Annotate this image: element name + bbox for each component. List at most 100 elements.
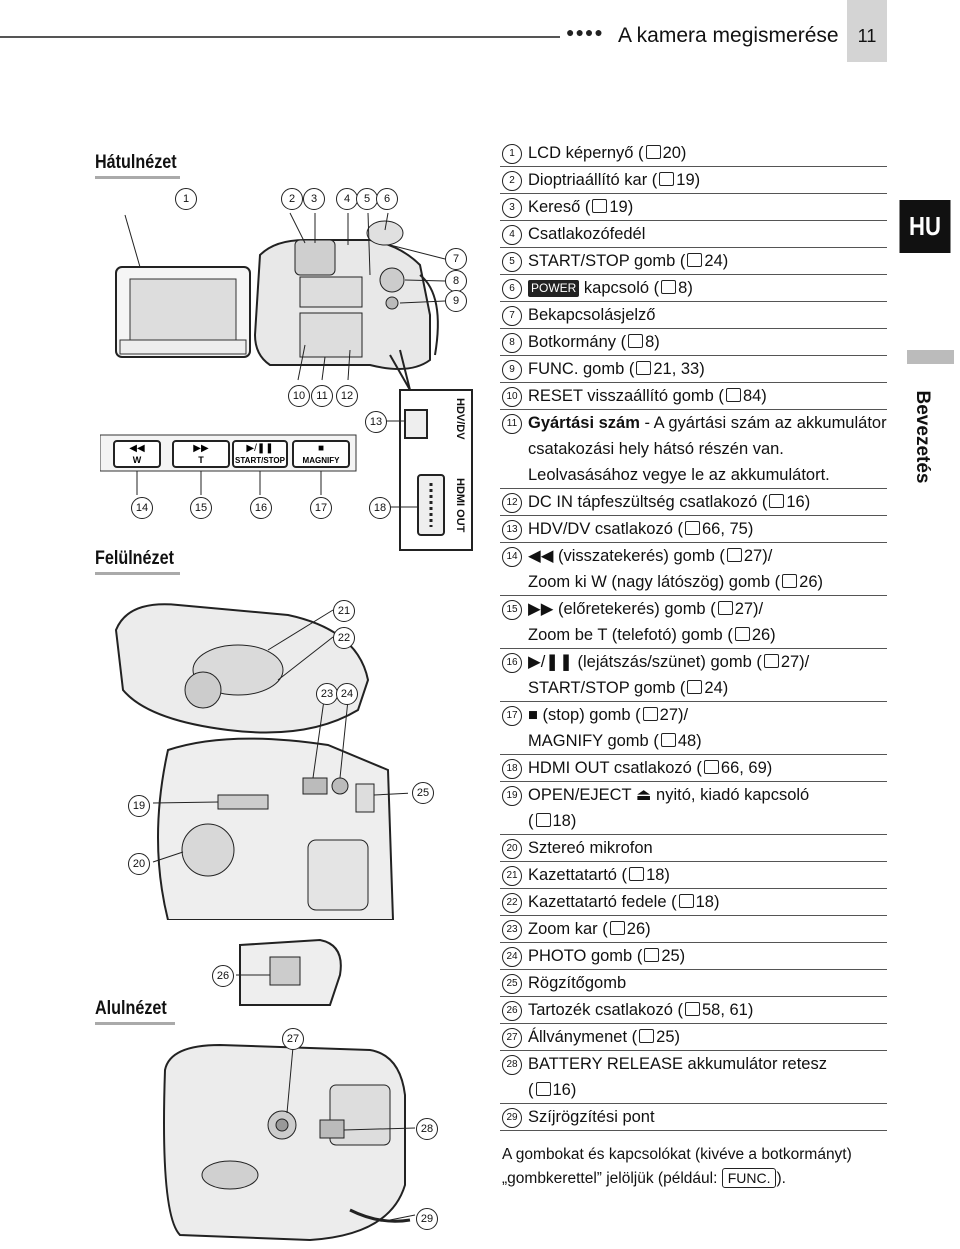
item-text-2: Zoom be T (telefotó) gomb ( <box>528 626 733 644</box>
header-rule <box>0 36 560 38</box>
section-top: Felülnézet <box>95 548 174 569</box>
item-number: 23 <box>502 920 522 940</box>
item-number: 8 <box>502 333 522 353</box>
book-icon <box>684 521 700 535</box>
item-page-ref: 66, 69) <box>720 759 773 777</box>
item-number: 12 <box>502 493 522 513</box>
callout-15: 15 <box>190 497 212 519</box>
list-item: 17■ (stop) gomb (27)/MAGNIFY gomb (48) <box>500 702 887 755</box>
callout-22: 22 <box>333 627 355 649</box>
power-label: POWER <box>528 280 580 297</box>
item-number: 24 <box>502 947 522 967</box>
rear-view-illustration: ◀◀ ▶▶ ▶/❚❚ ■ W T START/STOP MAGNIFY <box>100 212 473 551</box>
book-icon <box>717 601 733 615</box>
book-icon <box>661 280 677 294</box>
ff-button-sub: T <box>198 455 204 465</box>
book-icon <box>678 894 694 908</box>
page-title: A kamera megismerése <box>618 24 839 47</box>
item-text: HDMI OUT csatlakozó ( <box>528 759 702 777</box>
item-text: Rögzítőgomb <box>528 974 627 992</box>
item-text: Kazettatartó ( <box>528 866 628 884</box>
section-top-underline <box>95 572 180 575</box>
page-number-tab: 11 <box>847 0 887 62</box>
book-icon <box>644 948 660 962</box>
item-page-ref-2: 26) <box>751 626 776 644</box>
callout-11: 11 <box>311 385 333 407</box>
book-icon <box>535 813 551 827</box>
item-page-ref: 66, 75) <box>701 520 754 538</box>
item-page-ref: 24) <box>704 252 729 270</box>
item-text-2: MAGNIFY gomb ( <box>528 732 659 750</box>
book-icon <box>645 145 661 159</box>
book-icon <box>725 388 741 402</box>
item-number: 10 <box>502 387 522 407</box>
chapter-bar <box>907 350 954 364</box>
svg-text:■: ■ <box>318 443 324 454</box>
item-page-ref-2: 18) <box>552 812 577 830</box>
item-number: 20 <box>502 839 522 859</box>
item-page-ref: 27)/ <box>659 706 689 724</box>
item-number: 11 <box>502 414 522 434</box>
callout-8: 8 <box>445 270 467 292</box>
book-icon <box>687 253 703 267</box>
book-icon <box>642 707 658 721</box>
stop-button-sub: MAGNIFY <box>303 456 341 465</box>
item-text: Állványmenet ( <box>528 1028 638 1046</box>
item-text: START/STOP gomb ( <box>528 252 686 270</box>
callout-16: 16 <box>250 497 272 519</box>
item-number: 22 <box>502 893 522 913</box>
rew-button-sub: W <box>133 455 142 465</box>
item-text: LCD képernyő ( <box>528 144 644 162</box>
item-number: 21 <box>502 866 522 886</box>
footnote-text: A gombokat és kapcsolókat (kivéve a botk… <box>502 1146 852 1187</box>
callout-3: 3 <box>303 188 325 210</box>
top-view-illustration <box>114 603 408 920</box>
item-number: 2 <box>502 171 522 191</box>
book-icon <box>734 627 750 641</box>
language-tab: HU <box>899 200 951 253</box>
item-number: 5 <box>502 252 522 272</box>
item-number: 19 <box>502 786 522 806</box>
callout-12: 12 <box>336 385 358 407</box>
item-page-ref-2: 48) <box>677 732 702 750</box>
item-text: Botkormány ( <box>528 333 627 351</box>
section-bottom: Alulnézet <box>95 998 167 1019</box>
item-number: 14 <box>502 547 522 567</box>
item-page-ref: 18) <box>695 893 720 911</box>
item-page-ref: 58, 61) <box>701 1001 754 1019</box>
book-icon <box>535 1082 551 1096</box>
callout-1: 1 <box>175 188 197 210</box>
item-page-ref: 20) <box>662 144 687 162</box>
callout-25: 25 <box>412 782 434 804</box>
chapter-text: Bevezetés <box>912 390 933 484</box>
footnote: A gombokat és kapcsolókat (kivéve a botk… <box>502 1143 894 1191</box>
item-number: 15 <box>502 600 522 620</box>
footnote-end: ). <box>776 1170 786 1187</box>
item-text: FUNC. gomb ( <box>528 360 635 378</box>
item-page-ref: 8) <box>678 279 693 297</box>
chapter-label: Bevezetés <box>906 382 938 492</box>
callout-7: 7 <box>445 248 467 270</box>
item-text: - A gyártási szám az akkumulátor csatako… <box>528 414 887 484</box>
item-number: 3 <box>502 198 522 218</box>
book-icon <box>782 574 798 588</box>
callout-17: 17 <box>310 497 332 519</box>
item-text: BATTERY RELEASE akkumulátor retesz <box>528 1055 827 1073</box>
callout-10: 10 <box>288 385 310 407</box>
item-page-ref: 18) <box>646 866 670 884</box>
item-number: 25 <box>502 974 522 994</box>
header-dots: ●●●● <box>566 24 604 40</box>
callout-19: 19 <box>128 795 150 817</box>
